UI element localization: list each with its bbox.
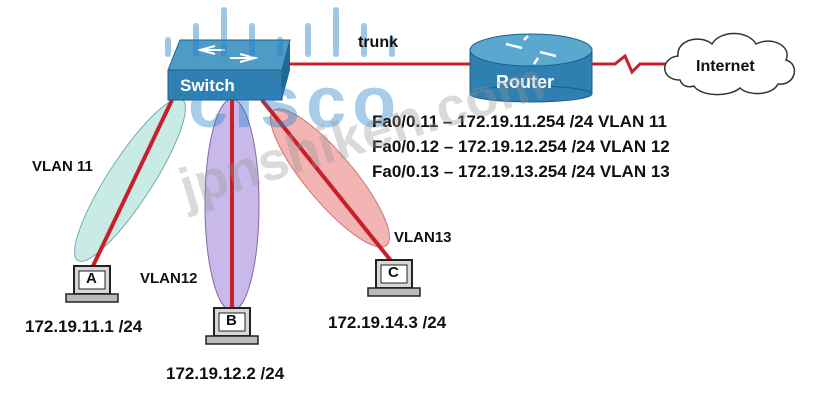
host-a-letter: A: [86, 270, 97, 287]
subinterface-line-1: Fa0/0.11 – 172.19.11.254 /24 VLAN 11: [372, 112, 667, 132]
vlan13-label: VLAN13: [394, 229, 452, 246]
subinterface-line-2: Fa0/0.12 – 172.19.12.254 /24 VLAN 12: [372, 137, 670, 157]
vlan12-label: VLAN12: [140, 270, 198, 287]
subinterface-1-vlan: VLAN 11: [597, 112, 667, 131]
internet-label: Internet: [696, 58, 755, 75]
router-label: Router: [496, 72, 554, 92]
switch-device: [167, 39, 291, 101]
subinterface-3-vlan: VLAN 13: [599, 162, 670, 181]
subinterface-1-address: Fa0/0.11 – 172.19.11.254 /24: [372, 112, 594, 131]
router-device: [469, 33, 593, 103]
link-switch-c: [260, 98, 394, 264]
subinterface-2-address: Fa0/0.12 – 172.19.12.254 /24: [372, 137, 596, 156]
trunk-label: trunk: [358, 34, 398, 51]
internet-cloud: [664, 32, 796, 96]
subinterface-2-vlan: VLAN 12: [599, 137, 670, 156]
cisco-logo-watermark: [165, 7, 395, 57]
host-b-ip: 172.19.12.2 /24: [166, 364, 285, 383]
host-b-pc: [205, 307, 259, 345]
host-a-pc: [65, 265, 119, 303]
router-internet-link: [592, 53, 670, 75]
vlan11-label: VLAN 11: [32, 158, 93, 175]
host-c-letter: C: [388, 264, 399, 281]
switch-label: Switch: [180, 76, 235, 95]
host-b-letter: B: [226, 312, 237, 329]
host-a-ip: 172.19.11.1 /24: [25, 317, 143, 336]
host-c-pc: [367, 259, 421, 297]
host-c-ip: 172.19.14.3 /24: [328, 313, 447, 332]
subinterface-line-3: Fa0/0.13 – 172.19.13.254 /24 VLAN 13: [372, 162, 670, 182]
subinterface-3-address: Fa0/0.13 – 172.19.13.254 /24: [372, 162, 596, 181]
cisco-wordmark-watermark: cisco: [188, 63, 403, 143]
link-switch-a: [90, 99, 174, 269]
vlan13-ellipse: [270, 108, 390, 248]
